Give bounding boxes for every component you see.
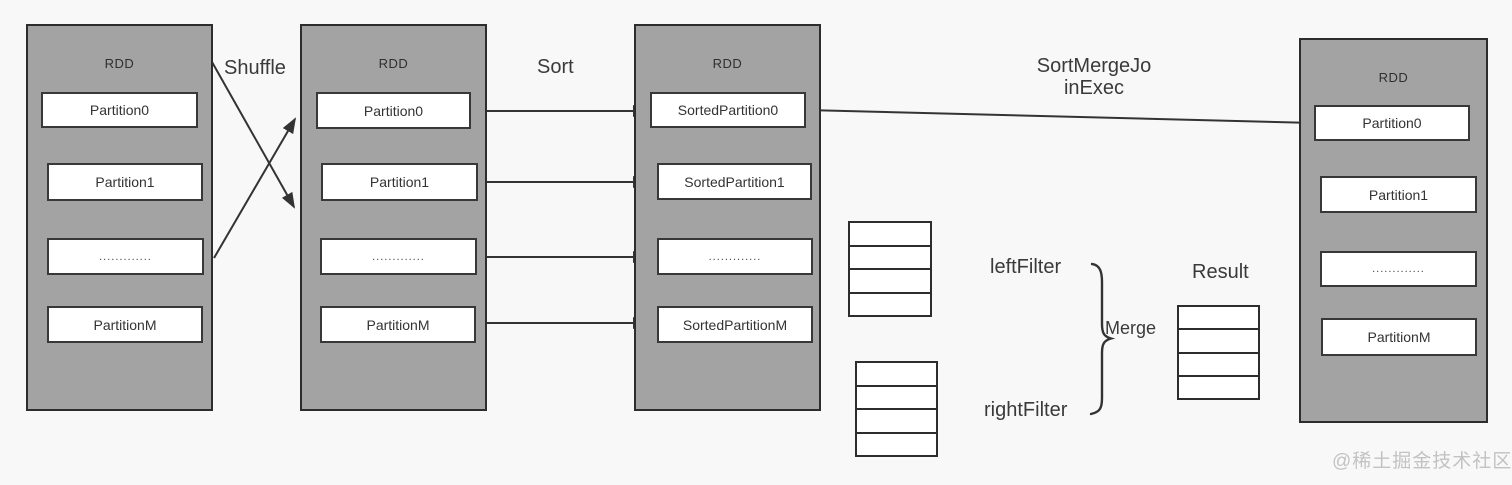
merge-brace — [1089, 262, 1116, 416]
table-row — [1179, 376, 1258, 398]
partition-box: PartitionM — [47, 306, 203, 343]
partition-box: PartitionM — [320, 306, 476, 343]
table-row — [850, 223, 930, 247]
table-row — [1179, 307, 1258, 331]
partition-box: Partition1 — [1320, 176, 1477, 213]
merge-label: Merge — [1105, 318, 1157, 338]
watermark-text: @稀土掘金技术社区 — [1332, 451, 1512, 472]
table-row — [850, 270, 930, 294]
sort-merge-join-line — [805, 109, 1315, 124]
table-row — [857, 363, 936, 387]
rdd-title-1: RDD — [104, 56, 135, 71]
table-row — [1179, 353, 1258, 377]
partition-box: Partition1 — [321, 163, 478, 201]
rdd-box-1 — [26, 24, 213, 411]
partition-box: Partition1 — [47, 163, 203, 201]
left-filter-table — [848, 221, 932, 317]
partition-box: SortedPartitionM — [657, 306, 813, 343]
table-row — [850, 293, 930, 315]
rdd-box-2 — [300, 24, 487, 411]
result-table — [1177, 305, 1260, 400]
rdd-box-3 — [634, 24, 821, 411]
sort-merge-join-label: SortMergeJo inExec — [1024, 55, 1164, 99]
table-row — [857, 433, 936, 455]
rdd-title-4: RDD — [1378, 70, 1409, 85]
sort-label: Sort — [537, 56, 574, 78]
partition-box: SortedPartition1 — [657, 163, 812, 200]
rdd-title-3: RDD — [712, 56, 743, 71]
table-row — [857, 410, 936, 434]
result-label: Result — [1192, 261, 1249, 283]
partition-box-ellipsis: ............. — [320, 238, 477, 275]
shuffle-label: Shuffle — [224, 57, 286, 79]
right-filter-table — [855, 361, 938, 457]
left-filter-label: leftFilter — [990, 256, 1062, 278]
partition-box: Partition0 — [316, 92, 471, 129]
sort-merge-join-label-line1: SortMergeJo — [1036, 55, 1152, 77]
rdd-box-4 — [1299, 38, 1488, 423]
shuffle-arrow-down — [211, 61, 295, 209]
table-row — [857, 386, 936, 410]
table-row — [850, 246, 930, 270]
right-filter-label: rightFilter — [984, 399, 1068, 421]
partition-box-ellipsis: ............. — [47, 238, 204, 275]
table-row — [1179, 330, 1258, 354]
rdd-title-2: RDD — [378, 56, 409, 71]
partition-box: SortedPartition0 — [650, 92, 806, 128]
shuffle-arrow-up — [213, 117, 297, 259]
partition-box: Partition0 — [41, 92, 198, 128]
partition-box: Partition0 — [1314, 105, 1470, 141]
sort-merge-join-label-line2: inExec — [1063, 77, 1125, 99]
partition-box-ellipsis: ............. — [657, 238, 813, 275]
partition-box-ellipsis: ............. — [1320, 251, 1477, 287]
partition-box: PartitionM — [1321, 318, 1477, 356]
